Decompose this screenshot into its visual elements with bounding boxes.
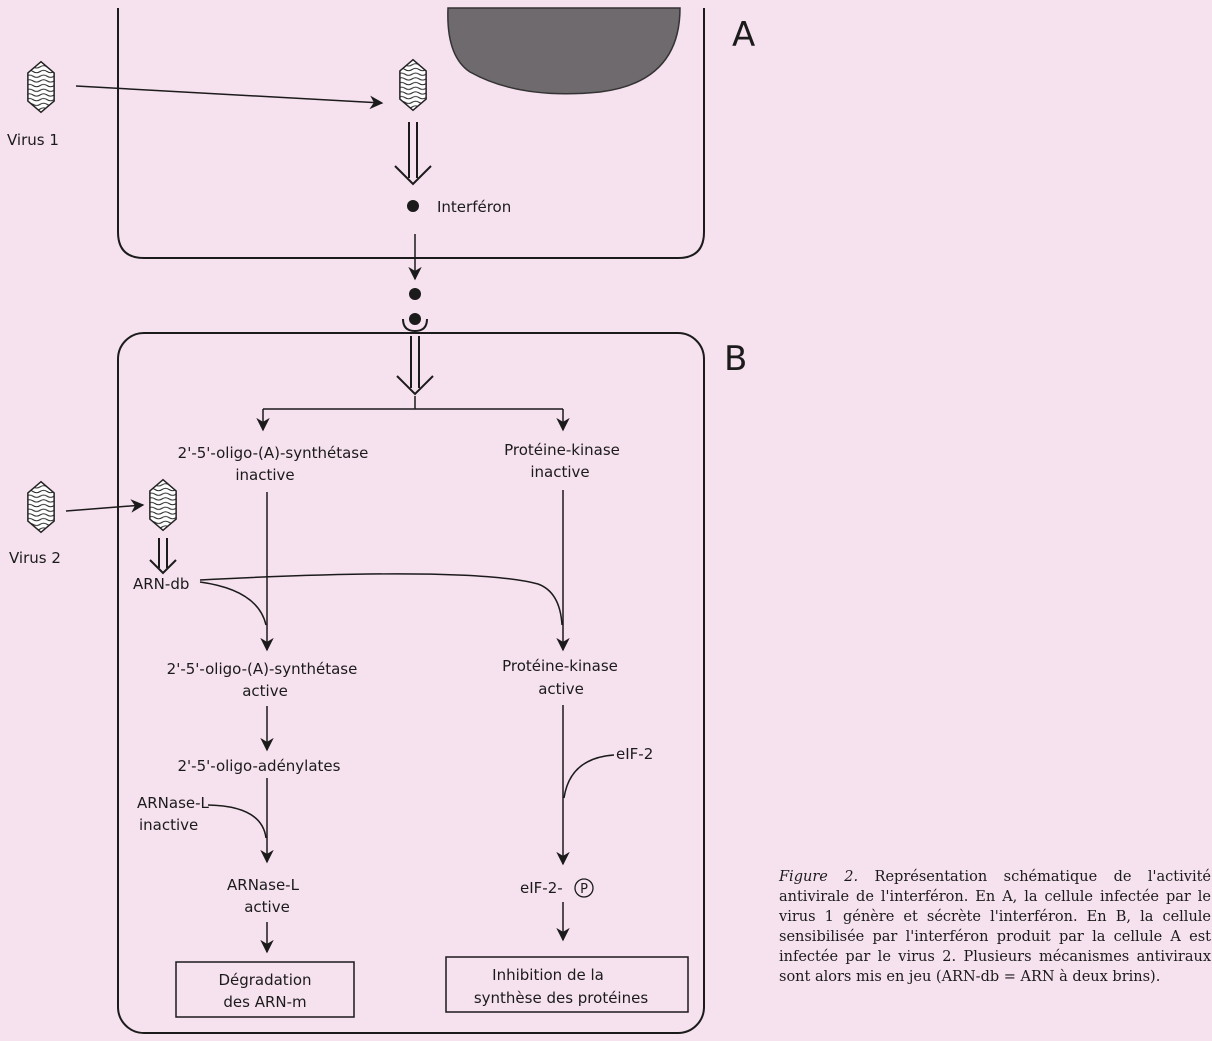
- synthetase-active-label: 2'-5'-oligo-(A)-synthétase: [167, 660, 358, 678]
- nucleus: [447, 7, 681, 95]
- inhibition-box: [445, 956, 689, 1013]
- inhibition-line2: synthèse des protéines: [474, 989, 649, 1007]
- interferon-secreted-dot-icon: [409, 288, 421, 300]
- arnase-active-state: active: [244, 898, 290, 916]
- figure-caption: Figure 2. Représentation schématique de …: [779, 867, 1211, 987]
- caption-text: Représentation schématique de l'activité…: [779, 869, 1212, 985]
- degradation-line1: Dégradation: [218, 971, 311, 989]
- arn-db-to-kinase-curve: [199, 573, 563, 626]
- eif2-input-curve: [563, 754, 615, 799]
- interferon-label: Interféron: [437, 198, 511, 216]
- kinase-active-label: Protéine-kinase: [502, 657, 618, 675]
- inhibition-line1: Inhibition de la: [492, 966, 604, 984]
- virus1-label: Virus 1: [7, 131, 59, 149]
- synthetase-inactive-state: inactive: [235, 466, 294, 484]
- receptor-icon: [402, 318, 428, 333]
- double-arrow-arn-db: [149, 538, 177, 575]
- arnase-inactive-label: ARNase-L: [137, 794, 210, 812]
- kinase-active-state: active: [538, 680, 584, 698]
- synthetase-active-state: active: [242, 682, 288, 700]
- kinase-inactive-state: inactive: [530, 463, 589, 481]
- oligoadenylates-label: 2'-5'-oligo-adénylates: [178, 757, 341, 775]
- synthetase-inactive-label: 2'-5'-oligo-(A)-synthétase: [178, 444, 369, 462]
- virus1-icon: [27, 60, 55, 114]
- phosphate-symbol: P: [580, 882, 588, 897]
- arnase-inactive-state: inactive: [139, 816, 198, 834]
- kinase-inactive-label: Protéine-kinase: [504, 441, 620, 459]
- virus2-icon: [27, 480, 55, 534]
- double-arrow-interferon: [394, 122, 432, 186]
- virus2-label: Virus 2: [9, 549, 61, 567]
- interferon-bound-dot-icon: [409, 313, 421, 325]
- cell-b-border: [117, 332, 705, 1034]
- panel-label-a: A: [732, 15, 755, 55]
- phosphate-circle-icon: [574, 878, 594, 898]
- eif2-label: eIF-2: [616, 745, 653, 763]
- arrow-virus2-entry: [65, 499, 145, 513]
- virus1-inside-icon: [399, 58, 427, 112]
- panel-label-b: B: [724, 339, 747, 379]
- arrow-virus1-entry: [75, 85, 384, 110]
- degradation-line2: des ARN-m: [223, 993, 306, 1011]
- arn-db-to-synthetase-curve: [199, 581, 267, 626]
- arnase-active-label: ARNase-L: [227, 876, 300, 894]
- arn-db-label: ARN-db: [133, 575, 189, 593]
- degradation-box: [175, 961, 355, 1018]
- caption-label: Figure 2.: [779, 869, 859, 885]
- cell-a-border: [117, 8, 705, 259]
- interferon-dot-icon: [407, 200, 419, 212]
- arnase-inactive-input-curve: [207, 804, 267, 839]
- double-arrow-cell-b: [396, 336, 434, 396]
- virus2-inside-icon: [149, 478, 177, 532]
- eif2p-label: eIF-2-: [520, 879, 563, 897]
